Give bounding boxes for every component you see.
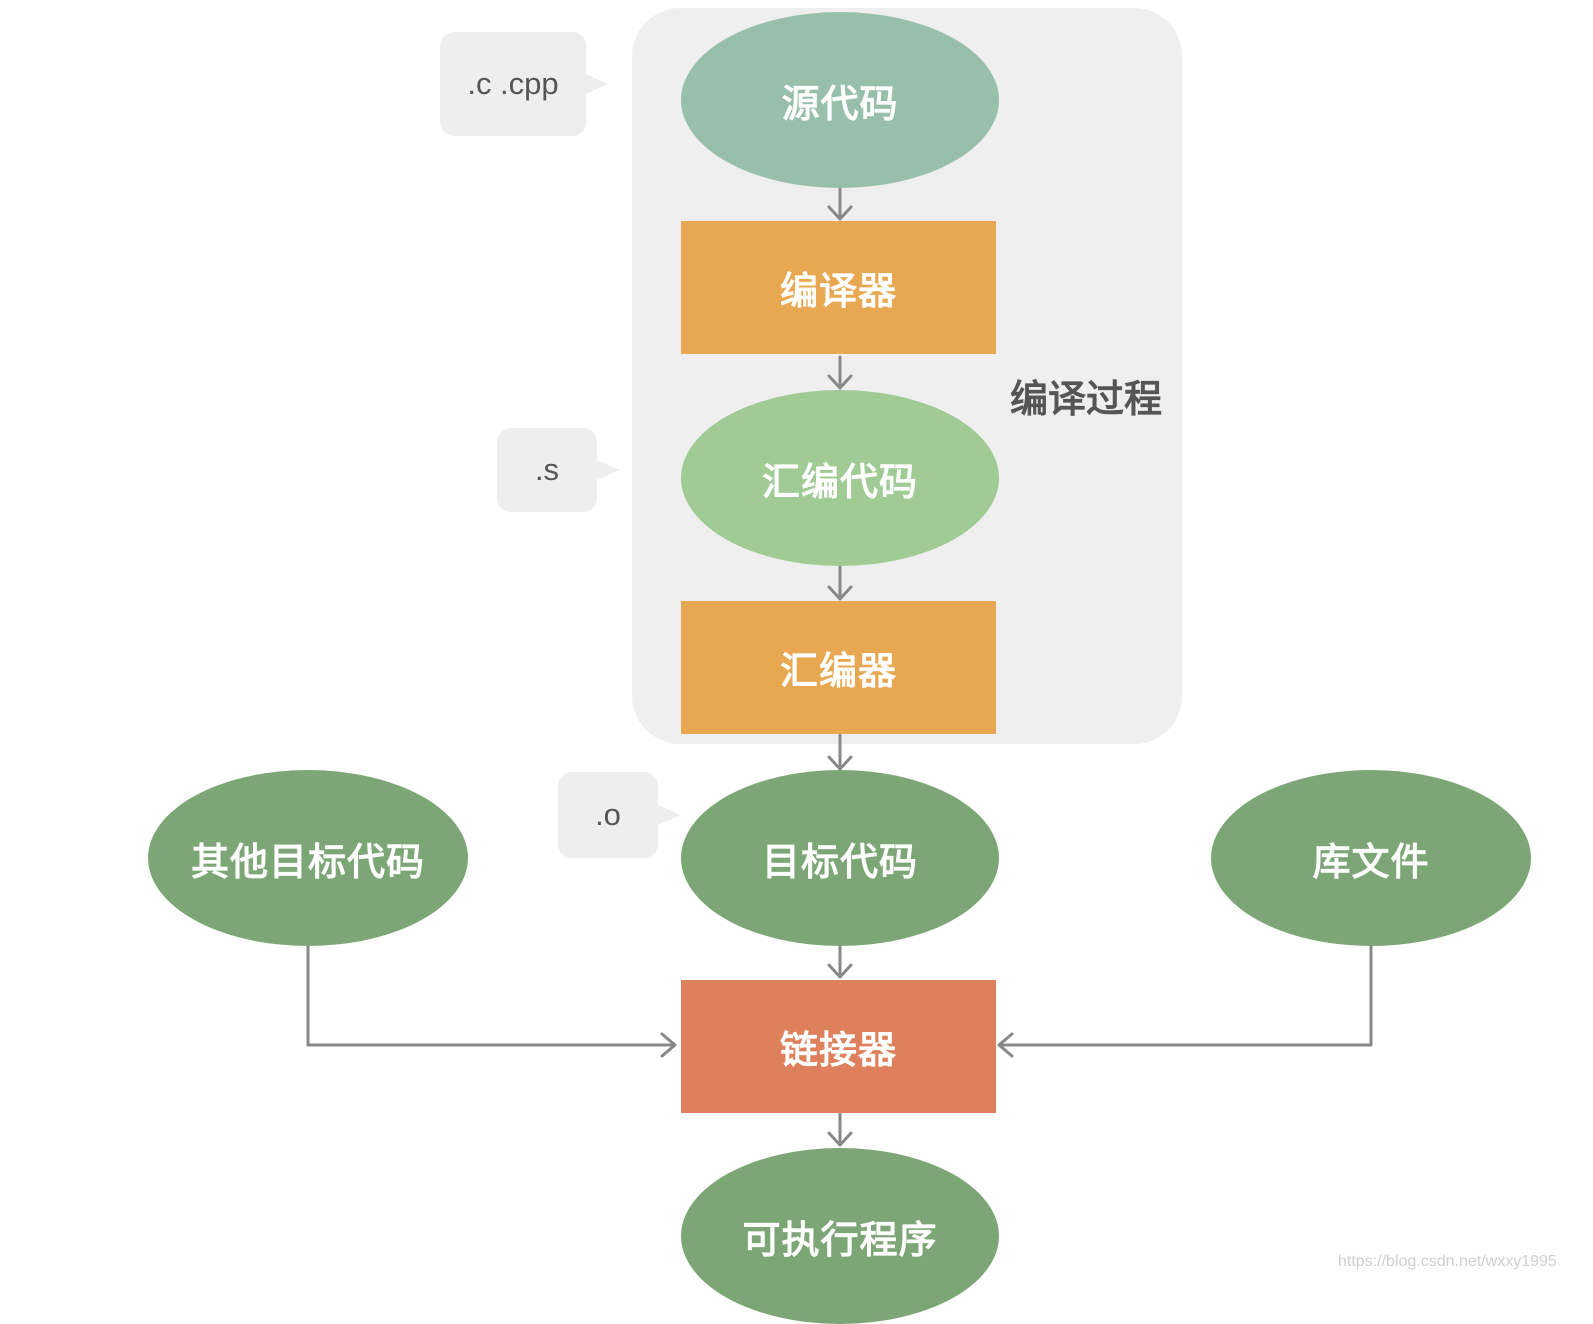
library-files-label: 库文件	[1312, 839, 1430, 884]
assembly-extension-callout: .s	[497, 428, 619, 512]
other-object-code-node: 其他目标代码	[148, 770, 468, 946]
compiler-label: 编译器	[779, 269, 897, 313]
edge-compiler-to-assembly	[827, 355, 853, 390]
edge-other-object-to-linker	[306, 942, 677, 1058]
edge-assembly-to-assembler	[827, 564, 853, 601]
source-code-label: 源代码	[781, 81, 899, 126]
library-files-node: 库文件	[1211, 770, 1531, 946]
source-code-node: 源代码	[681, 12, 999, 188]
group-label: 编译过程	[1010, 377, 1163, 421]
other-object-code-label: 其他目标代码	[190, 839, 425, 884]
linker-node: 链接器	[681, 980, 996, 1113]
assembly-code-label: 汇编代码	[761, 459, 918, 504]
assembly-code-node: 汇编代码	[681, 390, 999, 566]
compiler-node: 编译器	[681, 221, 996, 354]
assembler-label: 汇编器	[779, 649, 897, 693]
edge-assembler-to-object	[827, 733, 853, 771]
executable-label: 可执行程序	[742, 1217, 938, 1262]
object-code-label: 目标代码	[761, 839, 918, 884]
object-code-node: 目标代码	[681, 770, 999, 946]
source-extension-callout: .c .cpp	[440, 32, 608, 136]
edge-library-to-linker	[997, 942, 1373, 1058]
source-extension-text: .c .cpp	[467, 66, 559, 101]
edge-source-to-compiler	[827, 186, 853, 221]
linker-label: 链接器	[779, 1028, 897, 1072]
executable-node: 可执行程序	[681, 1148, 999, 1324]
object-extension-text: .o	[595, 797, 621, 832]
assembly-extension-text: .s	[534, 452, 560, 487]
watermark: https://blog.csdn.net/wxxy1995	[1338, 1253, 1557, 1270]
assembler-node: 汇编器	[681, 601, 996, 734]
object-extension-callout: .o	[558, 772, 680, 858]
edge-linker-to-executable	[827, 1110, 853, 1147]
edge-object-to-linker	[827, 942, 853, 979]
